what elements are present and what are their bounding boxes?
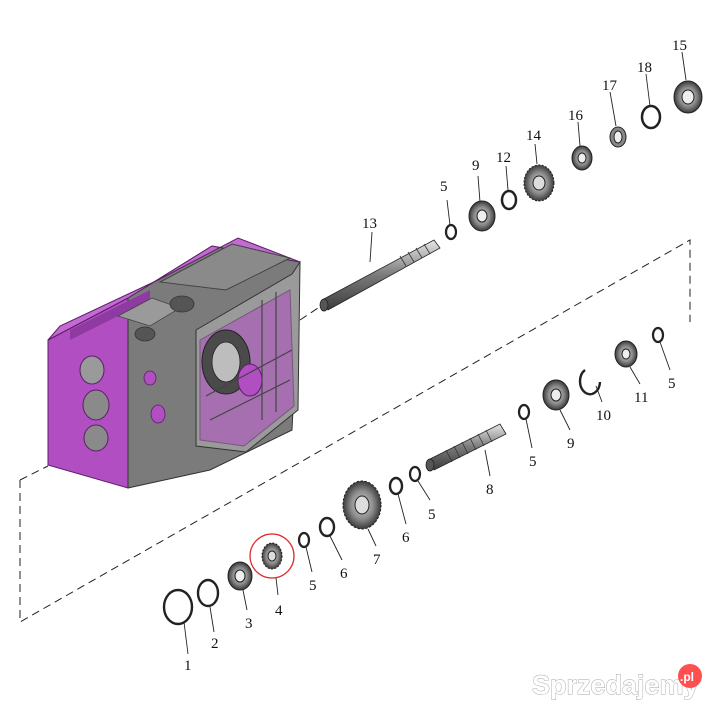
callout-5-a: 5 — [309, 578, 317, 594]
callout-13: 13 — [362, 216, 377, 232]
callout-5-e: 5 — [440, 179, 448, 195]
callout-labels: 1 2 3 4 5 5 5 5 5 5 6 6 7 8 9 9 10 11 12… — [184, 38, 687, 674]
callout-1: 1 — [184, 658, 192, 674]
watermark: Sprzedajemy .pl — [532, 664, 702, 700]
callout-5-d: 5 — [668, 376, 676, 392]
callout-16: 16 — [568, 108, 584, 124]
callout-9-a: 9 — [567, 436, 575, 452]
callout-7: 7 — [373, 552, 381, 568]
callout-6-b: 6 — [402, 530, 410, 546]
callout-9-b: 9 — [472, 158, 480, 174]
watermark-badge-icon — [678, 664, 702, 688]
callout-5-b: 5 — [428, 507, 436, 523]
shaft-13 — [319, 239, 441, 312]
callout-12: 12 — [496, 150, 511, 166]
callout-5-c: 5 — [529, 454, 537, 470]
callout-17: 17 — [602, 78, 618, 94]
callout-18: 18 — [637, 60, 652, 76]
callout-11: 11 — [634, 390, 648, 406]
gearbox-housing — [47, 237, 301, 489]
callout-10: 10 — [596, 408, 611, 424]
callout-14: 14 — [526, 128, 542, 144]
callout-4: 4 — [275, 603, 283, 619]
upper-line-parts — [444, 80, 703, 241]
callout-6-a: 6 — [340, 566, 348, 582]
assembly-frame-lines — [19, 239, 691, 623]
watermark-text: Sprzedajemy — [532, 670, 699, 700]
callout-15: 15 — [672, 38, 687, 54]
lower-line-parts — [162, 326, 665, 626]
highlight-circle-part-4 — [249, 533, 295, 579]
shaft-8 — [425, 423, 507, 472]
leader-lines — [183, 51, 687, 655]
callout-2: 2 — [211, 636, 219, 652]
callout-3: 3 — [245, 616, 253, 632]
callout-8: 8 — [486, 482, 494, 498]
watermark-badge: .pl — [680, 670, 694, 684]
